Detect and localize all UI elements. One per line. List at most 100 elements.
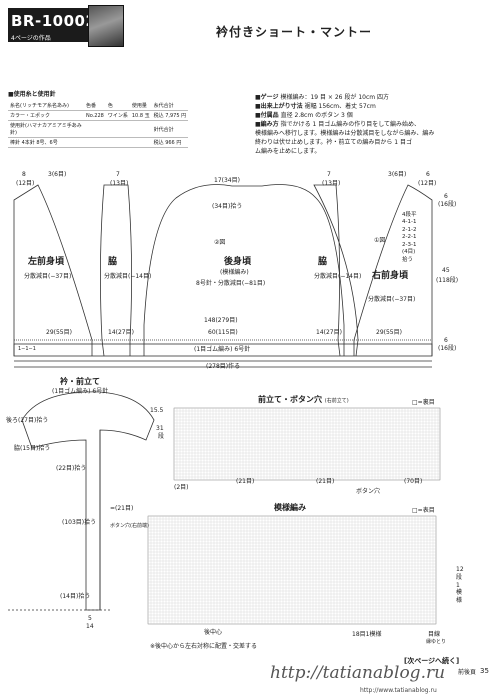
dim-label: 7	[327, 171, 331, 178]
side-dim: 6	[444, 193, 448, 200]
chart1-bottom: (2目)	[174, 484, 189, 491]
piece-left-side: 脇	[108, 257, 118, 267]
materials-heading: ■使用糸と使用針	[8, 91, 56, 98]
table-row: 使用針(ハマナカアミアミ手あみ針)針代合計	[8, 120, 189, 138]
back-outline	[143, 184, 345, 356]
chart1-bottom: (70目)	[404, 478, 423, 485]
dim-label: 3(6目)	[48, 171, 67, 178]
spec-line: ■付属品 直径 2.8cm のボタン 3 個	[255, 112, 353, 119]
collar-label: 5	[88, 615, 92, 622]
dim-label: (13目)	[322, 180, 341, 187]
spec-list: ■ゲージ 模様編み：19 目 × 26 段が 10cm 四方 ■出来上がり寸法 …	[255, 92, 495, 155]
chart2-legend: □=表目	[412, 507, 435, 514]
chart1-bottom: (21目)	[316, 478, 335, 485]
decrease-notes: 4段平 4-1-1 2-1-2 2-2-1 2-3-1 (4目) 拾う	[402, 212, 417, 263]
watermark-url: http://tatianablog.ru	[270, 663, 446, 683]
spec-line: 終わりは伏せ止めします。衿・前立ての編み目から 1 目ゴ	[255, 139, 413, 146]
piece-note: 分散減目(−14目)	[314, 273, 362, 280]
dim-label: 17(34目)	[214, 177, 240, 184]
pattern-subtitle: 4ページの作品	[11, 35, 51, 42]
piece-note: 8号針・分散減目(−81目)	[196, 280, 266, 287]
side-dim: (16段)	[438, 345, 457, 352]
piece-note: 分散減目(−37目)	[368, 296, 416, 303]
dim-label: 7	[116, 171, 120, 178]
fig-label: ②図	[214, 239, 226, 246]
collar-label: 31	[156, 425, 164, 432]
spec-line: ム編みを止めにします。	[255, 148, 321, 155]
collar-sub: (1目ゴム編み) 6号針	[52, 388, 109, 395]
collar-label: ボタン穴(右前端)	[110, 523, 149, 529]
dim-label: (12目)	[16, 180, 35, 187]
spec-line: ■ゲージ 模様編み：19 目 × 26 段が 10cm 四方	[255, 94, 390, 101]
chart2-title: 模様編み	[274, 503, 306, 512]
left-front-outline	[13, 184, 93, 356]
collar-label: (14目)拾う	[60, 593, 91, 600]
collar-label: (22目)拾う	[56, 465, 87, 472]
piece-note: 分散減目(−37目)	[24, 273, 72, 280]
side-dim: (118段)	[436, 277, 459, 284]
chart2-bottom: 縁ゆとり	[426, 639, 447, 645]
dim-label: 3(6目)	[388, 171, 407, 178]
collar-label: 脇(15目)拾う	[14, 445, 51, 452]
chart1-title: 前立て・ボタン穴 (右前立て)	[258, 395, 349, 404]
collar-label: 14	[86, 623, 94, 630]
side-dim: (16段)	[438, 201, 457, 208]
piece-sub: (模様編み)	[220, 269, 249, 276]
page-label: 前後頁	[458, 669, 477, 676]
chart1-bottom: (21目)	[236, 478, 255, 485]
bottom-dim: 14(27目)	[316, 329, 342, 336]
table-row: 棒針 4本針 8号、6号税込 966 円	[8, 137, 189, 148]
ribbing-band	[13, 343, 433, 357]
collar-label: 段	[158, 433, 165, 440]
small-url: http://www.tatianablog.ru	[360, 687, 437, 694]
total-dim: (278目)作る	[206, 363, 241, 370]
right-side-outline	[313, 184, 359, 357]
chart1-legend: □=裏目	[412, 399, 435, 406]
pattern-code: BR-10002	[11, 12, 97, 30]
piece-right-front: 右前身頃	[372, 271, 409, 281]
dim-label: 6	[426, 171, 430, 178]
spec-line: ■編み方 指でかける 1 目ゴム編みの作り目をして編み始め、	[255, 121, 421, 128]
chart2-right-labels: 12 段 1 模 様	[456, 566, 464, 605]
spec-line: ■出来上がり寸法 裾幅 156cm、着丈 57cm	[255, 103, 376, 110]
piece-right-side: 脇	[318, 257, 328, 267]
piece-note: 分散減目(−14目)	[104, 273, 152, 280]
bottom-dim: 60(115目)	[208, 329, 238, 336]
collar-label: 後ろ(27目)拾う	[6, 417, 49, 424]
total-dim: 148(279目)	[204, 317, 238, 324]
piece-left-front: 左前身頃	[28, 257, 65, 267]
chart2-bottom: 後中心	[204, 629, 223, 636]
fig-label: ①図	[374, 237, 386, 244]
chart1-bottom: ボタン穴	[356, 488, 381, 495]
collar-label: (103目)拾う	[62, 519, 97, 526]
bottom-dim: 29(55目)	[376, 329, 402, 336]
side-dim: 6	[444, 337, 448, 344]
right-front-outline	[353, 184, 433, 356]
chart2-bottom: 18目1模様	[352, 631, 382, 638]
collar-title: 衿・前立て	[60, 377, 100, 386]
page-number: 35	[480, 667, 489, 675]
table-row: 糸名(リッチモア糸名あみ)色番色使用量糸代合計	[8, 101, 189, 111]
collar-label: =(21目)	[110, 505, 134, 512]
page-title: 衿付きショート・マントー	[216, 25, 373, 39]
dim-label: (13目)	[110, 180, 129, 187]
collar-outline	[21, 391, 155, 611]
spec-line: 模様編みへ移行します。模様編みは分散減目をしながら編み、編み	[255, 130, 435, 137]
rib-marks: 1−1−1	[18, 346, 36, 352]
piece-back: 後身頃	[224, 257, 252, 267]
total-dim: (1目ゴム編み) 6号針	[194, 346, 251, 353]
collar-label: 15.5	[150, 407, 164, 414]
dim-label: (34目)拾う	[212, 203, 243, 210]
dim-label: 8	[22, 171, 26, 178]
bottom-dim: 14(27目)	[108, 329, 134, 336]
chart2-bottom: 目線	[428, 631, 441, 638]
next-page-note: [次ページへ続く]	[404, 657, 460, 665]
chart2-note: ※後中心から左右対称に配置・交差する	[150, 643, 258, 650]
side-dim: 45	[442, 267, 450, 274]
bottom-dim: 29(55目)	[46, 329, 72, 336]
dim-label: (12目)	[418, 180, 437, 187]
left-side-outline	[100, 184, 132, 357]
